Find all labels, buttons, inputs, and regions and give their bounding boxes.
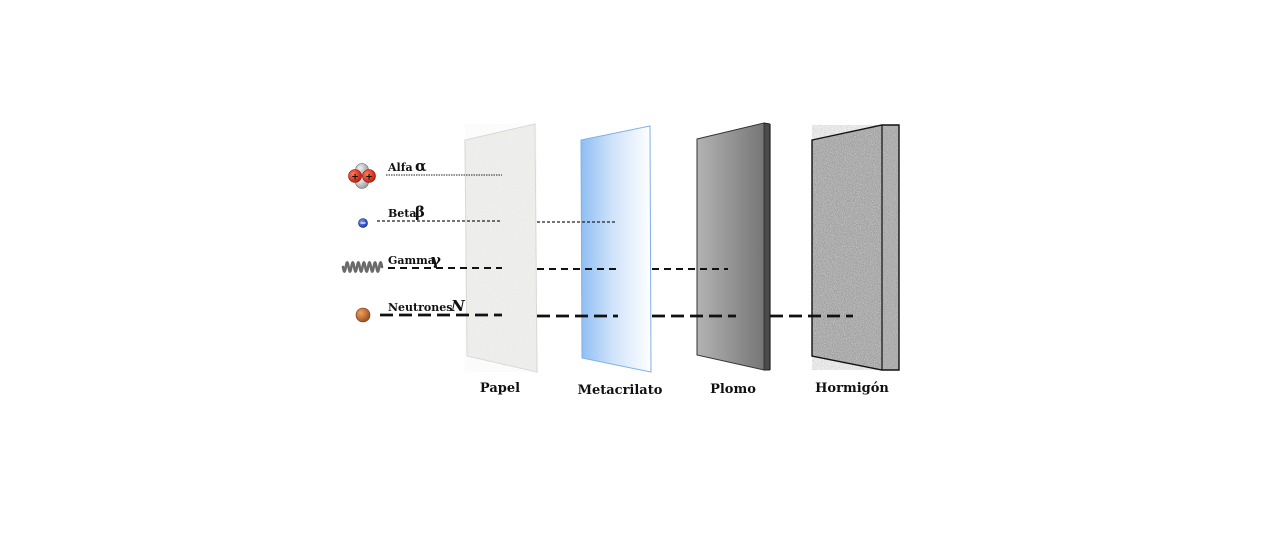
- shield-lead: [696, 122, 771, 371]
- radiation-label-gamma: Gamma: [388, 254, 435, 267]
- svg-text:+: +: [365, 173, 373, 183]
- radiation-symbol-gamma: γ: [431, 251, 441, 269]
- neutron-particle-icon: [355, 307, 371, 323]
- shield-label-plomo: Plomo: [710, 382, 756, 397]
- shield-concrete: [811, 124, 900, 371]
- radiation-label-neutrones: Neutrones: [388, 301, 452, 314]
- shield-label-metacrilato: Metacrilato: [578, 383, 663, 398]
- path-beta: [377, 220, 617, 223]
- shield-label-hormigon: Hormigón: [815, 381, 889, 396]
- radiation-symbol-neutrones: N: [450, 297, 466, 315]
- shield-label-papel: Papel: [480, 381, 520, 396]
- gamma-wave-icon: [341, 260, 384, 274]
- alpha-particle-icon: + +: [348, 163, 376, 189]
- beta-particle-icon: [358, 218, 368, 228]
- svg-text:+: +: [351, 173, 359, 183]
- path-gamma: [388, 267, 728, 270]
- shield-paper: [464, 123, 538, 373]
- radiation-label-alfa: Alfa: [387, 161, 413, 174]
- radiation-symbol-beta: β: [415, 203, 425, 221]
- shield-methacrylate: [580, 125, 652, 373]
- radiation-label-beta: Beta: [388, 207, 417, 220]
- radiation-symbol-alfa: α: [415, 157, 427, 175]
- path-neutrones: [380, 313, 853, 318]
